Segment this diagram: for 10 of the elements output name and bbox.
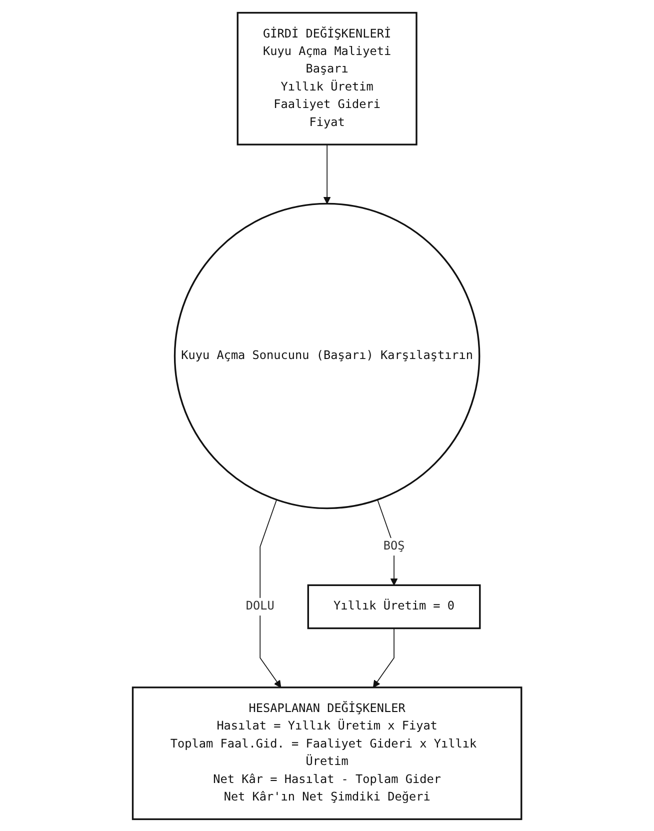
edge-label: BOŞ	[383, 539, 405, 553]
node-box: Yıllık Üretim = 0	[307, 584, 481, 629]
arrow	[323, 144, 331, 204]
node-box: GİRDİ DEĞİŞKENLERİ Kuyu Açma Maliyeti Başarı Yıllık Üretim Faaliyet Gideri Fiyat	[236, 11, 418, 145]
edge-label: DOLU	[246, 599, 274, 613]
node-circle: Kuyu Açma Sonucunu (Başarı) Karşılaştırın	[174, 202, 480, 509]
arrow	[372, 627, 394, 688]
arrow	[260, 498, 282, 688]
arrow	[377, 498, 398, 586]
node-box: HESAPLANAN DEĞİŞKENLER Hasılat = Yıllık Üretim x Fiyat Toplam Faal.Gid. = Faaliyet Gideri x Yıllık Üretim Net Kâr = Hasılat - Toplam Gider Net Kâr'ın Net Şimdiki Değeri	[132, 686, 522, 820]
